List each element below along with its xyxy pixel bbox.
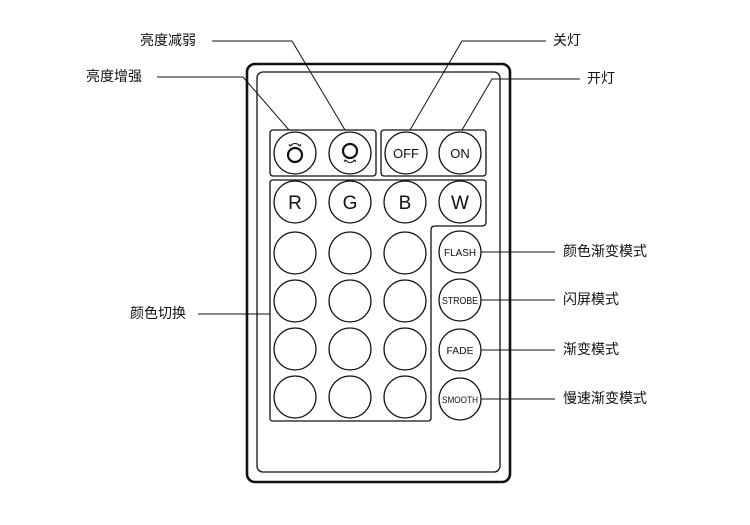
color-button[interactable] — [328, 231, 372, 275]
color-button[interactable] — [273, 375, 317, 419]
color-button[interactable] — [328, 327, 372, 371]
brightness-down-label: 亮度减弱 — [140, 33, 196, 49]
color-button[interactable] — [383, 375, 427, 419]
blue-button[interactable] — [383, 180, 427, 224]
color-switch-label: 颜色切换 — [130, 306, 186, 322]
off-button[interactable] — [384, 131, 428, 175]
green-button[interactable] — [328, 180, 372, 224]
remote-outer-body — [245, 62, 512, 484]
flash-mode-label: 闪屏模式 — [563, 292, 619, 308]
flash-button-label: FLASH — [444, 248, 476, 259]
power-group — [380, 129, 487, 177]
on-button[interactable] — [438, 131, 482, 175]
color-button[interactable] — [273, 327, 317, 371]
brightness-up-button[interactable] — [273, 131, 317, 175]
off-button-label: OFF — [393, 146, 419, 161]
brightness-up-icon — [286, 143, 304, 164]
brightness-down-button[interactable] — [328, 131, 372, 175]
on-light-label: 开灯 — [587, 71, 615, 87]
on-button-label: ON — [450, 146, 470, 161]
red-button[interactable] — [273, 180, 317, 224]
color-button[interactable] — [273, 279, 317, 323]
leader-line-brightness-down — [212, 40, 346, 131]
slow-fade-mode-label: 慢速渐变模式 — [563, 391, 647, 407]
color-group — [269, 179, 487, 422]
red-button-label: R — [288, 193, 302, 214]
brightness-group — [269, 129, 377, 177]
color-button[interactable] — [328, 375, 372, 419]
color-button[interactable] — [383, 231, 427, 275]
blue-button-label: B — [399, 193, 412, 214]
color-gradient-mode-label: 颜色渐变模式 — [563, 244, 647, 260]
off-light-label: 关灯 — [553, 33, 581, 49]
strobe-button-label: STROBE — [442, 296, 478, 307]
green-button-label: G — [343, 193, 358, 214]
brightness-up-label: 亮度增强 — [86, 69, 142, 85]
fade-button-label: FADE — [447, 346, 474, 357]
white-button[interactable] — [438, 180, 482, 224]
brightness-down-icon — [341, 142, 359, 163]
color-button[interactable] — [383, 279, 427, 323]
leader-line-brightness-up — [157, 76, 290, 131]
color-button[interactable] — [383, 327, 427, 371]
leader-line-off — [409, 40, 546, 131]
remote-inner-panel — [256, 71, 501, 473]
color-button[interactable] — [273, 231, 317, 275]
fade-mode-label: 渐变模式 — [563, 342, 619, 358]
smooth-button-label: SMOOTH — [442, 395, 478, 405]
leader-line-on — [461, 78, 580, 131]
white-button-label: W — [451, 193, 469, 214]
color-button[interactable] — [328, 279, 372, 323]
